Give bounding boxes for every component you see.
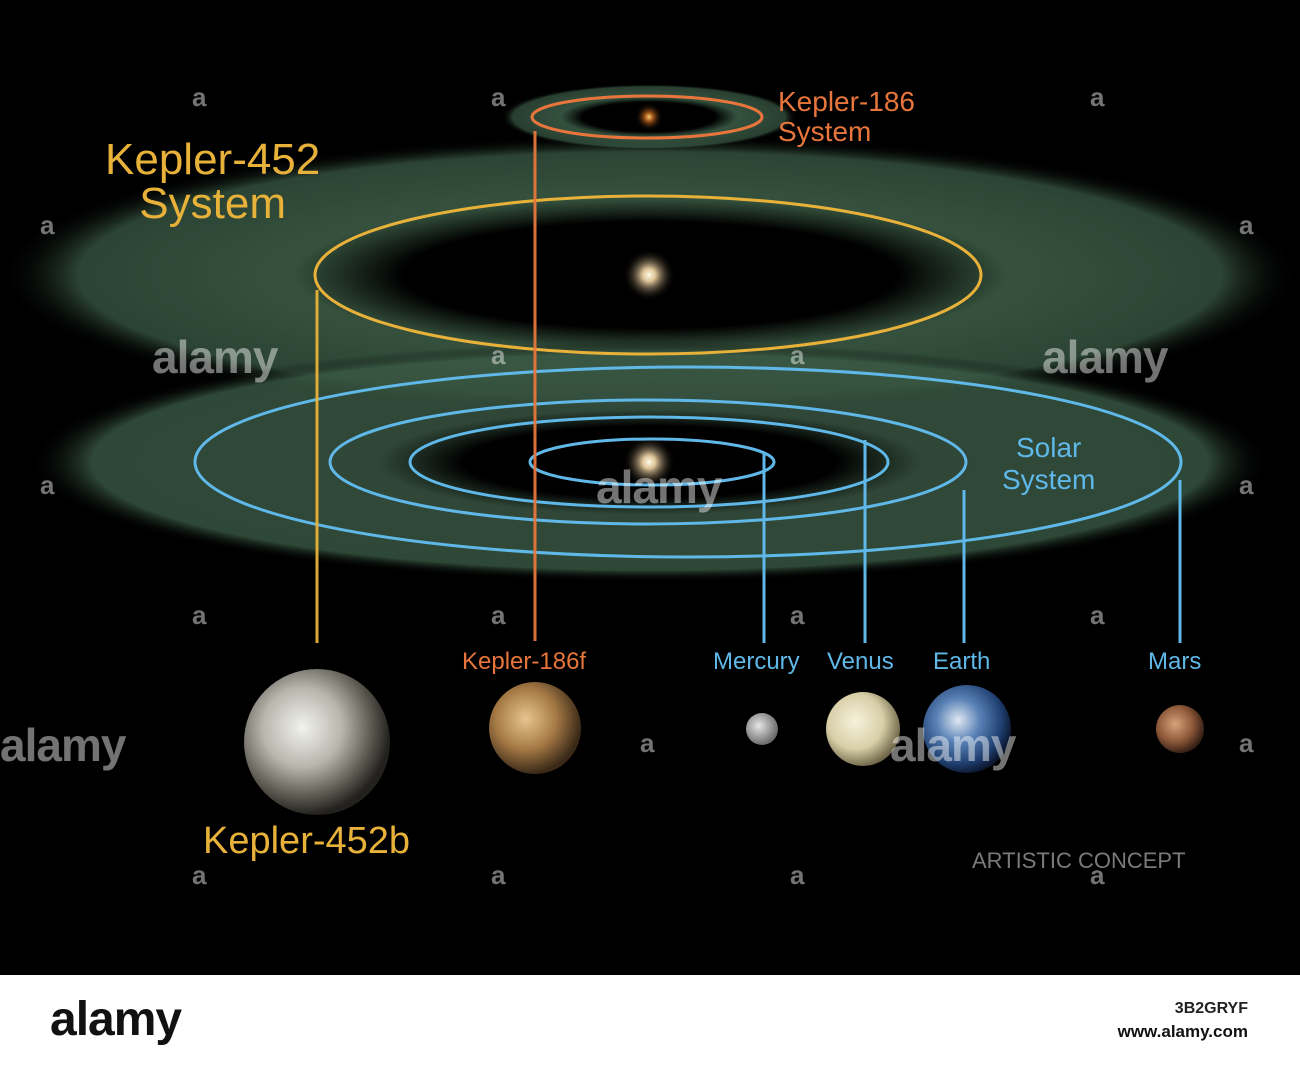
watermark-mark: a bbox=[790, 600, 805, 630]
watermark-mark: a bbox=[40, 470, 55, 500]
watermark-overlay: alamy bbox=[1042, 331, 1168, 383]
watermark-mark: a bbox=[1090, 860, 1105, 890]
watermark-footer bbox=[0, 975, 1300, 1065]
watermark-url: www.alamy.com bbox=[1117, 1022, 1248, 1041]
sun bbox=[623, 436, 675, 488]
kepler452b-orbit bbox=[313, 194, 983, 356]
artistic-concept-caption: ARTISTIC CONCEPT bbox=[972, 848, 1186, 873]
kepler186-title-line2: System bbox=[778, 116, 872, 147]
kepler186-title-line1: Kepler-186 bbox=[778, 86, 915, 117]
watermark-mark: a bbox=[491, 860, 506, 890]
earth-orbit bbox=[328, 398, 968, 526]
kepler452-title-line2: System bbox=[139, 179, 286, 228]
watermark-image-id: 3B2GRYF bbox=[1174, 1000, 1248, 1017]
venus-label: Venus bbox=[827, 648, 894, 675]
kepler186-system-title: Kepler-186 System bbox=[778, 87, 915, 147]
kepler452-star bbox=[623, 249, 675, 301]
kepler186f-label: Kepler-186f bbox=[462, 648, 587, 675]
mercury-planet bbox=[746, 713, 778, 745]
watermark-overlay: alamy bbox=[890, 719, 1016, 771]
watermark-mark: a bbox=[640, 728, 655, 758]
watermark-brand-logo: alamy bbox=[50, 993, 182, 1046]
watermark-mark: a bbox=[40, 210, 55, 240]
mars-planet bbox=[1156, 705, 1204, 753]
solar-title-line1: Solar bbox=[1015, 432, 1082, 463]
kepler186-star bbox=[635, 103, 663, 131]
earth-planet bbox=[923, 685, 1011, 773]
mars-label: Mars bbox=[1148, 648, 1202, 675]
watermark-overlay: alamy bbox=[596, 461, 722, 513]
venus-planet bbox=[826, 692, 900, 766]
solar-system-title: Solar System bbox=[1002, 432, 1095, 496]
mars-orbit bbox=[193, 365, 1183, 559]
mercury-orbit bbox=[528, 437, 776, 487]
earth-label: Earth bbox=[933, 648, 991, 675]
watermark-mark: a bbox=[1239, 470, 1254, 500]
mercury-label: Mercury bbox=[713, 648, 800, 675]
watermark-mark: a bbox=[491, 340, 506, 370]
kepler452b-planet bbox=[244, 669, 390, 815]
watermark-overlay: alamy bbox=[152, 331, 278, 383]
venus-orbit bbox=[408, 415, 890, 509]
watermark-mark: a bbox=[192, 860, 207, 890]
watermark-mark: a bbox=[1090, 600, 1105, 630]
watermark-mark: a bbox=[1090, 82, 1105, 112]
kepler186f-planet bbox=[489, 682, 581, 774]
watermark-mark: a bbox=[790, 860, 805, 890]
watermark-overlay: alamy bbox=[0, 719, 126, 771]
kepler452-system-title: Kepler-452 System bbox=[105, 138, 320, 226]
watermark-mark: a bbox=[192, 600, 207, 630]
watermark-mark: a bbox=[192, 82, 207, 112]
kepler452b-label: Kepler-452b bbox=[203, 820, 411, 862]
kepler452-title-line1: Kepler-452 bbox=[105, 135, 321, 184]
watermark-mark: a bbox=[790, 340, 805, 370]
watermark-mark: a bbox=[491, 600, 506, 630]
watermark-mark: a bbox=[1239, 210, 1254, 240]
watermark-mark: a bbox=[1239, 728, 1254, 758]
kepler186f-orbit bbox=[530, 94, 764, 140]
solar-title-line2: System bbox=[1002, 464, 1096, 495]
watermark-mark: a bbox=[491, 82, 506, 112]
